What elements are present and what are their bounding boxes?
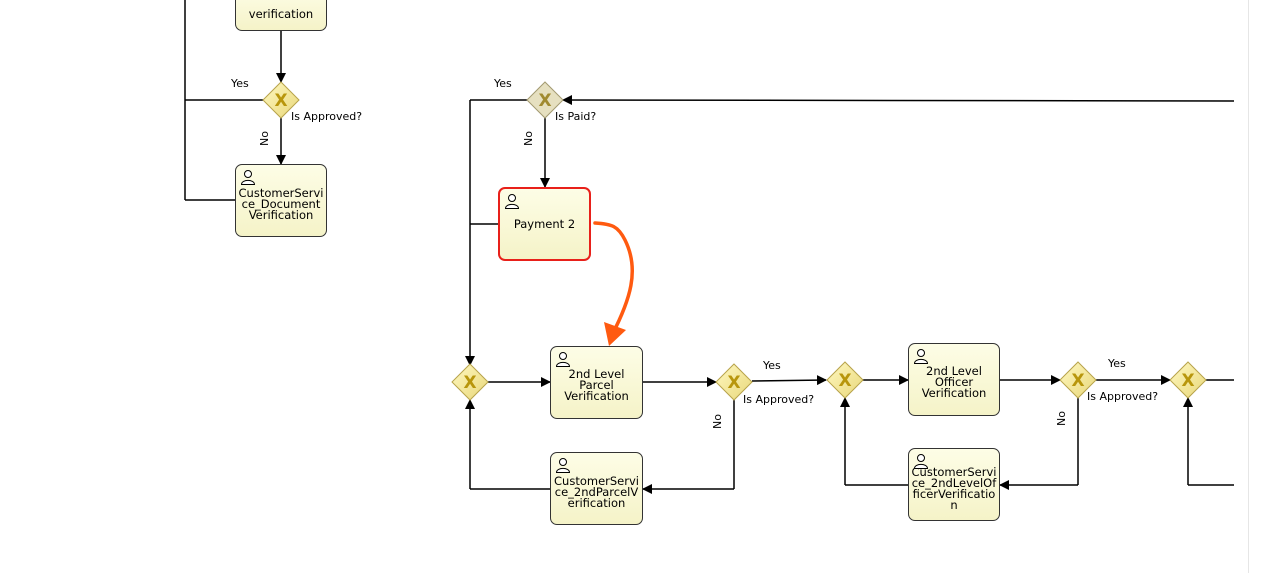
task-label: CustomerService_2ndParcelVerification xyxy=(554,474,639,510)
task-label-line: Verification xyxy=(921,386,987,400)
user-task-icon xyxy=(913,349,929,364)
annotation-arrow xyxy=(593,221,635,346)
label-no-3: No xyxy=(1055,411,1068,426)
task-label: 2nd Level Officer Verification xyxy=(920,364,989,400)
task-label-line: Officer xyxy=(934,375,974,389)
gateway-merge-left[interactable]: X xyxy=(451,363,489,401)
flow-labels: Yes Is Approved? No Yes Is Paid? No Yes … xyxy=(230,77,1158,429)
task-customer-service-2nd-level-officer-verification[interactable]: CustomerService_2ndLevelOfficerVerificat… xyxy=(908,448,1000,521)
gateway-merge-right[interactable]: X xyxy=(1169,361,1207,399)
user-task-icon xyxy=(555,458,571,473)
gateway-paid[interactable]: X xyxy=(526,81,564,119)
task-customer-service-2nd-parcel-verification[interactable]: CustomerService_2ndParcelVerification xyxy=(550,452,643,525)
task-payment-2[interactable]: Payment 2 xyxy=(498,187,591,261)
canvas-edge xyxy=(1248,0,1249,573)
user-task-icon xyxy=(504,194,520,209)
gateway-approved-2[interactable]: X xyxy=(715,363,753,401)
task-2nd-level-officer-verification[interactable]: 2nd Level Officer Verification xyxy=(908,343,1000,416)
gateway-merge-middle[interactable]: X xyxy=(826,361,864,399)
task-label: verification xyxy=(248,7,314,21)
label-is-approved-1: Is Approved? xyxy=(291,110,362,123)
label-no-2: No xyxy=(711,414,724,429)
gateway-approved-3[interactable]: X xyxy=(1059,361,1097,399)
user-task-icon xyxy=(913,454,929,469)
task-2nd-level-parcel-verification[interactable]: 2nd Level Parcel Verification xyxy=(550,346,643,419)
label-yes-2: Yes xyxy=(762,359,781,372)
task-label: CustomerService_DocumentVerification xyxy=(238,186,324,222)
label-is-approved-3: Is Approved? xyxy=(1087,390,1158,403)
task-customer-service-document-verification[interactable]: CustomerService_DocumentVerification xyxy=(235,164,327,237)
label-yes-3: Yes xyxy=(1107,357,1126,370)
label-is-approved-2: Is Approved? xyxy=(743,393,814,406)
exclusive-gateway-icon: X xyxy=(538,91,551,111)
exclusive-gateway-icon: X xyxy=(274,91,287,111)
task-verification-top[interactable]: verification xyxy=(235,0,327,31)
label-yes-paid: Yes xyxy=(493,77,512,90)
exclusive-gateway-icon: X xyxy=(727,373,740,393)
task-label-line: Verification xyxy=(564,389,629,403)
task-label: Payment 2 xyxy=(513,216,576,231)
label-is-paid: Is Paid? xyxy=(555,110,596,123)
gateway-approved-1[interactable]: X xyxy=(262,81,300,119)
exclusive-gateway-icon: X xyxy=(463,373,476,393)
label-yes-1: Yes xyxy=(230,77,249,90)
sequence-flows-left xyxy=(184,0,286,201)
task-label-line: Parcel xyxy=(579,378,614,392)
user-task-icon xyxy=(555,352,571,367)
task-label: CustomerService_2ndLevelOfficerVerificat… xyxy=(911,464,997,512)
task-label: 2nd Level Parcel Verification xyxy=(562,367,631,403)
exclusive-gateway-icon: X xyxy=(1071,371,1084,391)
label-no-1: No xyxy=(258,131,271,146)
sequence-flows-middle xyxy=(465,95,1235,494)
task-label-line: 2nd Level xyxy=(926,364,982,378)
label-no-paid: No xyxy=(522,131,535,146)
exclusive-gateway-icon: X xyxy=(1181,371,1194,391)
exclusive-gateway-icon: X xyxy=(838,371,851,391)
task-label-line: 2nd Level xyxy=(568,367,625,381)
user-task-icon xyxy=(240,170,256,185)
